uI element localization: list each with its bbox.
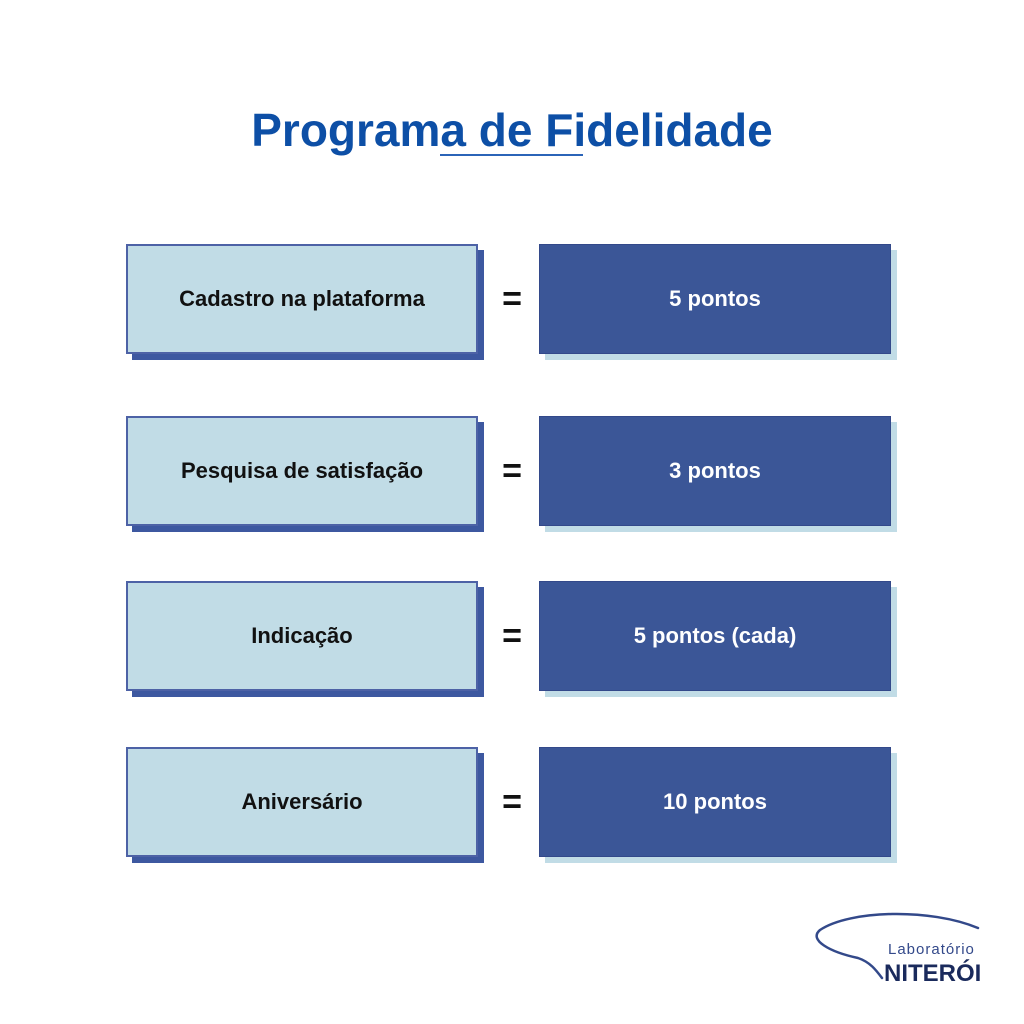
activity-box: Pesquisa de satisfação bbox=[126, 416, 478, 526]
reward-row: Indicação = 5 pontos (cada) bbox=[0, 581, 1024, 701]
activity-box: Cadastro na plataforma bbox=[126, 244, 478, 354]
reward-row: Cadastro na plataforma = 5 pontos bbox=[0, 244, 1024, 364]
logo-text-niteroi: NITERÓI bbox=[884, 960, 982, 987]
logo-text-laboratorio: Laboratório bbox=[888, 941, 975, 958]
points-box: 3 pontos bbox=[539, 416, 891, 526]
title-underline bbox=[440, 154, 583, 156]
reward-row: Pesquisa de satisfação = 3 pontos bbox=[0, 416, 1024, 536]
activity-box: Aniversário bbox=[126, 747, 478, 857]
equals-sign: = bbox=[502, 616, 522, 655]
points-box: 5 pontos (cada) bbox=[539, 581, 891, 691]
reward-row: Aniversário = 10 pontos bbox=[0, 747, 1024, 867]
equals-sign: = bbox=[502, 451, 522, 490]
equals-sign: = bbox=[502, 279, 522, 318]
equals-sign: = bbox=[502, 782, 522, 821]
points-box: 5 pontos bbox=[539, 244, 891, 354]
page-title: Programa de Fidelidade bbox=[251, 104, 773, 156]
logo-swoosh-icon bbox=[815, 912, 980, 980]
points-box: 10 pontos bbox=[539, 747, 891, 857]
activity-box: Indicação bbox=[126, 581, 478, 691]
